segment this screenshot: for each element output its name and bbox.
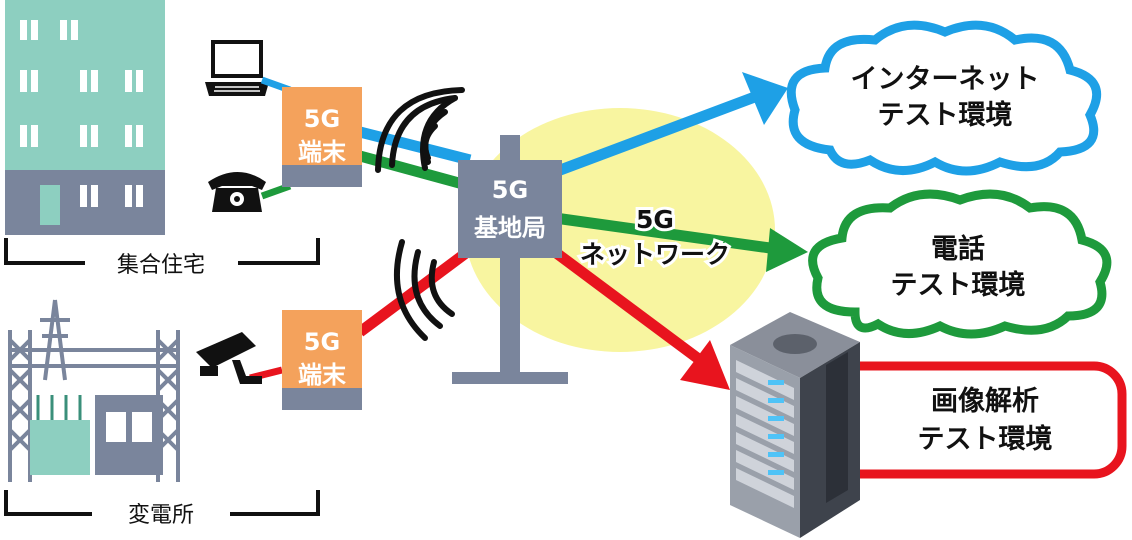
network-line1: 5G bbox=[636, 205, 674, 234]
signal-wave-icon bbox=[393, 239, 455, 341]
base-station-line2: 基地局 bbox=[474, 214, 546, 242]
server-rack-icon bbox=[730, 312, 860, 538]
image-arrowhead bbox=[680, 340, 730, 390]
telephone-icon bbox=[208, 172, 266, 212]
internet-downlink-line bbox=[553, 89, 762, 178]
phone-downlink-line bbox=[554, 212, 771, 254]
signal-wave-icon bbox=[375, 87, 465, 173]
security-camera-icon bbox=[196, 332, 262, 384]
terminal-top-line2: 端末 bbox=[298, 138, 347, 166]
apartment-bracket bbox=[4, 238, 320, 265]
terminal-bottom-line1: 5G bbox=[304, 328, 340, 356]
phone-cloud-line2: テスト環境 bbox=[891, 270, 1026, 301]
image-analysis-box bbox=[815, 361, 1127, 479]
terminal-top: 5G 端末 bbox=[282, 87, 362, 187]
network-line2: ネットワーク bbox=[580, 240, 730, 269]
internet-cloud-line2: テスト環境 bbox=[878, 100, 1013, 131]
internet-uplink-line bbox=[358, 126, 472, 166]
terminal-bottom-line2: 端末 bbox=[298, 361, 347, 389]
substation-icon bbox=[8, 299, 180, 482]
laptop-icon bbox=[205, 40, 269, 96]
phone-cloud-line1: 電話 bbox=[931, 233, 985, 265]
phone-arrowhead bbox=[766, 228, 808, 272]
terminal-top-line1: 5G bbox=[304, 105, 340, 133]
building-icon bbox=[5, 0, 165, 235]
base-station-line1: 5G bbox=[492, 176, 528, 204]
network-label: 5G ネットワーク bbox=[577, 202, 733, 272]
image-analysis-line1: 画像解析 bbox=[931, 386, 1039, 417]
internet-cloud: インターネット テスト環境 bbox=[786, 20, 1102, 176]
substation-bracket bbox=[4, 490, 320, 516]
image-downlink-line bbox=[551, 247, 704, 365]
phone-cloud: 電話 テスト環境 bbox=[808, 189, 1112, 339]
substation-label: 変電所 bbox=[128, 503, 194, 528]
image-analysis-line2: テスト環境 bbox=[918, 424, 1053, 455]
internet-cloud-line1: インターネット bbox=[851, 64, 1040, 95]
base-station-box bbox=[458, 160, 562, 258]
phone-to-terminal-line bbox=[260, 182, 292, 200]
terminal-bottom: 5G 端末 bbox=[282, 310, 362, 410]
apartment-label: 集合住宅 bbox=[117, 253, 205, 278]
internet-arrowhead bbox=[742, 72, 788, 125]
